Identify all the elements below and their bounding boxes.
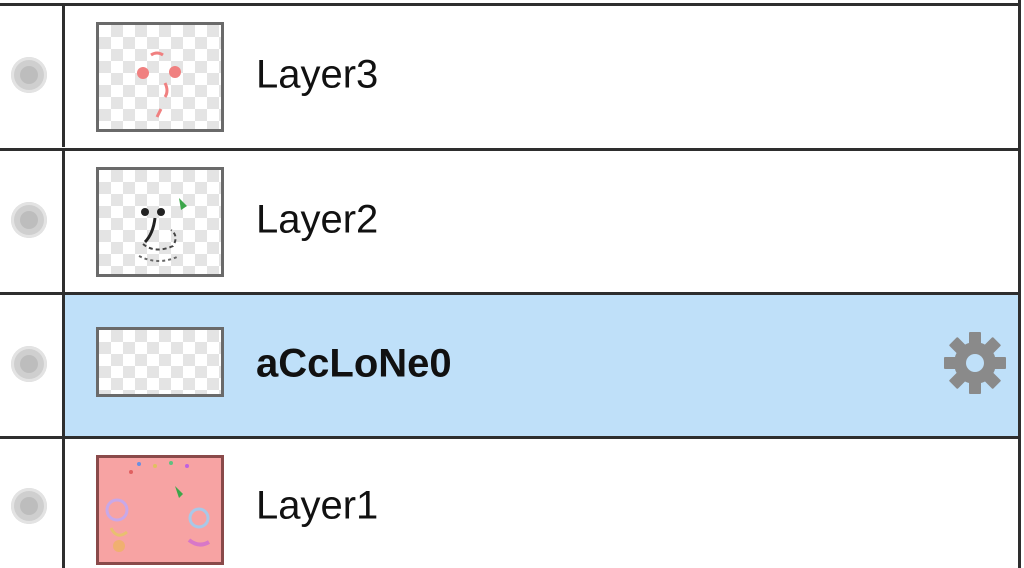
layer-row-layer2[interactable]: Layer2 [0,148,1024,292]
layer-name[interactable]: Layer2 [256,197,379,242]
visibility-toggle-icon[interactable] [11,56,47,93]
visibility-column [0,439,65,568]
layer-content[interactable]: Layer3 [65,6,1018,147]
layer-content[interactable]: Layer2 [65,151,1018,292]
layer-row-layer1[interactable]: Layer1 [0,436,1024,568]
visibility-toggle-icon[interactable] [11,345,47,382]
visibility-toggle-icon[interactable] [11,201,47,238]
layer-content[interactable]: Layer1 [65,439,1018,568]
line-art-sketch-icon [138,198,187,262]
layer-name[interactable]: Layer3 [256,52,379,97]
layer-row-layer3[interactable]: Layer3 [0,3,1024,147]
layer-content[interactable]: aCcLoNe0 [65,295,1018,436]
layer-row-accloneo[interactable]: aCcLoNe0 [0,292,1024,436]
visibility-toggle-icon[interactable] [11,487,47,524]
layer-thumbnail [96,455,224,565]
visibility-column [0,6,65,147]
gear-icon[interactable] [942,330,1008,396]
visibility-column [0,151,65,292]
face-features-sketch-icon [137,51,181,118]
layer-thumbnail [96,22,224,132]
layer-name[interactable]: aCcLoNe0 [256,341,452,386]
layer-name[interactable]: Layer1 [256,483,379,528]
visibility-column [0,295,65,436]
panel-right-border [1018,0,1024,568]
pink-background-doodles-icon [105,461,211,552]
layer-thumbnail [96,327,224,397]
layer-thumbnail [96,167,224,277]
